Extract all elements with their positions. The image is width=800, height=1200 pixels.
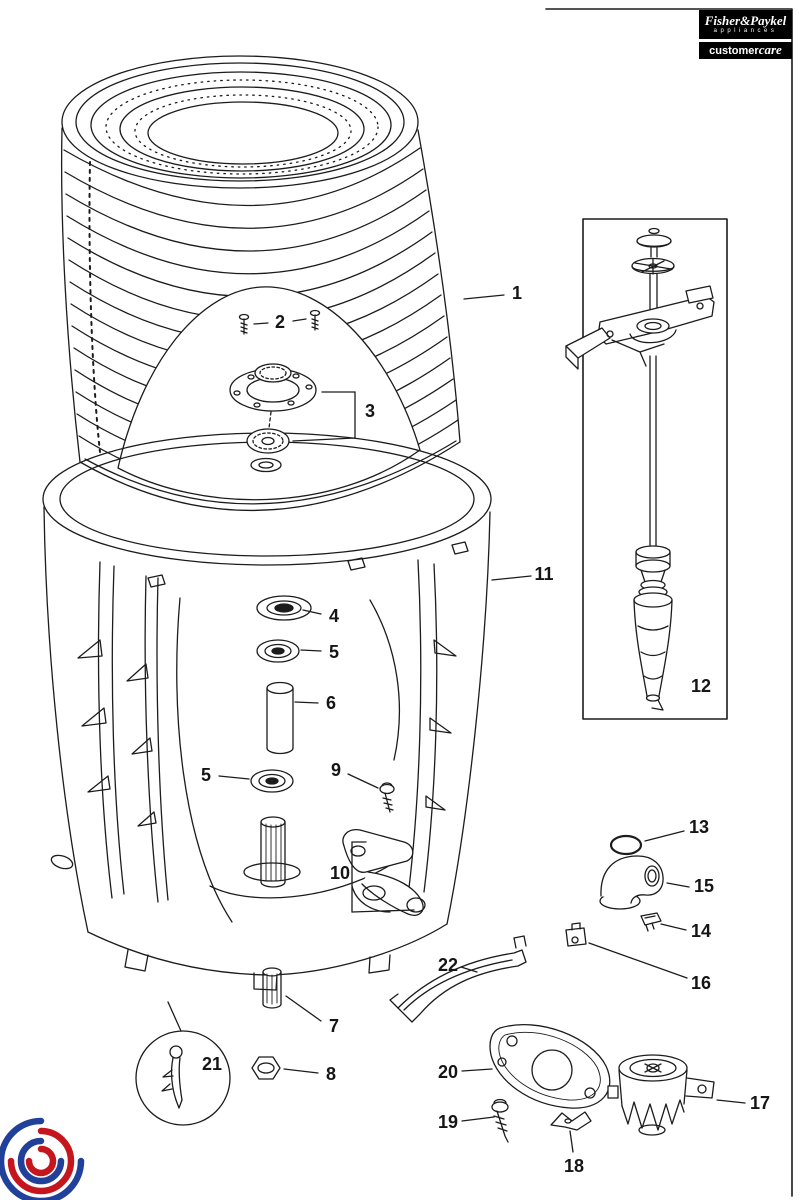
callout-6: 6	[325, 693, 337, 713]
brand-sub-text: appliances	[713, 28, 778, 34]
callout-10: 10	[329, 863, 351, 883]
part-2-screws-drawing	[238, 309, 321, 335]
callout-18: 18	[563, 1156, 585, 1176]
part-21-pin-detail-circle-drawing	[135, 1030, 231, 1126]
part-13-o-ring-drawing	[609, 834, 643, 856]
part-12-agitator-assembly-drawing	[565, 227, 715, 711]
callout-22: 22	[437, 955, 459, 975]
callout-4: 4	[328, 606, 340, 626]
callout-20: 20	[437, 1062, 459, 1082]
callout-7: 7	[328, 1016, 340, 1036]
customercare-text-1: customer	[709, 45, 759, 57]
leader-line-11	[491, 575, 532, 581]
part-22-curved-bracket-drawing	[389, 935, 527, 1023]
leader-line-17	[716, 1099, 746, 1104]
part-3-hub-and-gear-drawing	[229, 363, 317, 473]
callout-2: 2	[274, 312, 286, 332]
leader-line-5	[300, 649, 322, 652]
callout-19: 19	[437, 1112, 459, 1132]
callout-3: 3	[364, 401, 376, 421]
leader-line-4	[302, 609, 322, 615]
leader-line-8	[283, 1068, 319, 1074]
part-7-splined-bush-drawing	[262, 967, 282, 1009]
callout-16: 16	[690, 973, 712, 993]
brand-name-text: Fisher&Paykel	[704, 13, 787, 28]
part-18-bracket-drawing	[550, 1111, 592, 1131]
callout-14: 14	[690, 921, 712, 941]
leader-line-14	[660, 923, 687, 931]
parts-4-5-6-bearing-stack-drawing	[250, 595, 312, 888]
leader-line-6	[294, 701, 319, 704]
part-19-screw-drawing	[491, 1098, 509, 1143]
leader-line-2	[292, 318, 307, 322]
fisher-paykel-swirl-icon	[0, 1117, 85, 1200]
leader-line-5	[218, 775, 250, 780]
page-border	[545, 8, 793, 1197]
callout-5: 5	[328, 642, 340, 662]
customercare-logo: customercare	[699, 42, 792, 59]
leader-lines-layer	[167, 294, 746, 1153]
callout-11: 11	[534, 564, 554, 584]
callout-9: 9	[330, 760, 342, 780]
leader-line-10	[351, 909, 415, 913]
leader-line-1	[463, 294, 505, 300]
leader-line-22	[460, 966, 478, 973]
part-14-clip-drawing	[640, 912, 662, 932]
callout-17: 17	[749, 1093, 771, 1113]
customercare-text-2: care	[758, 42, 782, 57]
leader-line-13	[644, 830, 685, 842]
callout-1: 1	[511, 283, 523, 303]
callout-15: 15	[693, 876, 715, 896]
leader-line-20	[461, 1068, 493, 1072]
callout-21: 21	[201, 1054, 223, 1074]
part-16-clamp-drawing	[565, 922, 587, 947]
part-8-hex-nut-drawing	[251, 1056, 281, 1080]
leader-line-16	[588, 942, 688, 979]
callout-5: 5	[200, 765, 212, 785]
part-20-gasket-plate-drawing	[489, 1024, 611, 1109]
part-10-lever-assembly-drawing	[342, 829, 426, 916]
part-17-motor-drawing	[607, 1054, 715, 1136]
leader-line-18	[569, 1130, 574, 1153]
fisher-paykel-logo: Fisher&Paykel appliances	[699, 10, 792, 39]
leader-line-21	[167, 1001, 182, 1032]
callout-12: 12	[690, 676, 712, 696]
leader-line-3	[292, 437, 356, 442]
leader-line-19	[461, 1116, 495, 1122]
callout-13: 13	[688, 817, 710, 837]
part-15-elbow-drawing	[599, 855, 664, 910]
leader-line-7	[285, 995, 322, 1022]
part-11-inner-bowl-drawing	[42, 432, 492, 991]
callout-8: 8	[325, 1064, 337, 1084]
leader-line-2	[253, 322, 269, 325]
leader-line-15	[666, 882, 690, 888]
part-9-screw-drawing	[379, 782, 395, 813]
leader-line-9	[347, 773, 379, 789]
